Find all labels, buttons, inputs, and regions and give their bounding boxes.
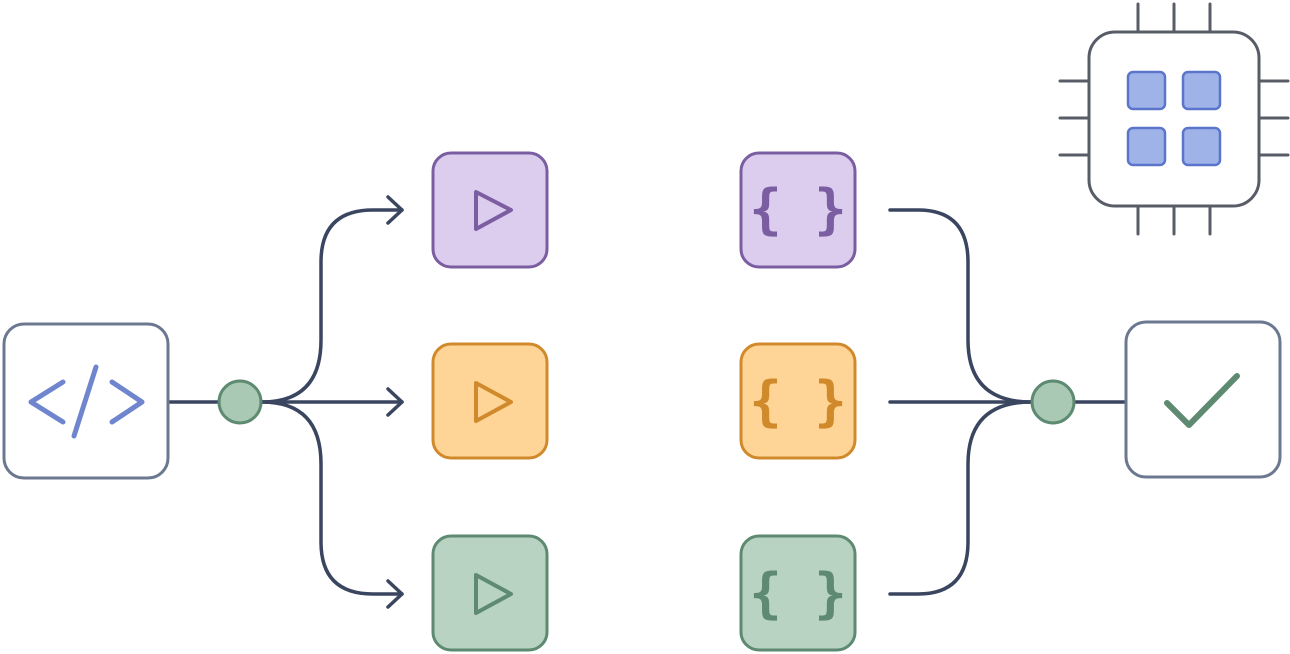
chip-body	[1087, 30, 1261, 208]
code-icon	[28, 364, 145, 439]
destination-frame	[1124, 320, 1282, 479]
play-icon	[474, 190, 513, 231]
source-box	[2, 322, 170, 480]
chip-cores	[1126, 70, 1222, 167]
destination-box	[1124, 320, 1282, 479]
check-icon	[1164, 373, 1240, 428]
task-run-box-orange	[431, 342, 549, 460]
chip-pins	[1058, 2, 1290, 236]
fork-branch-top	[260, 208, 404, 404]
task-run-box-purple	[431, 151, 549, 269]
curly-braces-icon: { }	[749, 178, 847, 241]
join-branch-bottom	[888, 400, 1033, 596]
task-result-box-orange: { }	[739, 342, 857, 460]
processor-chip-icon	[1058, 2, 1290, 236]
fork-arrowhead-bottom	[386, 579, 404, 609]
play-icon	[474, 381, 513, 423]
curly-braces-icon: { }	[749, 562, 847, 625]
fork-node	[217, 379, 263, 425]
task-run-box-green	[431, 534, 549, 652]
task-result-box-purple: { }	[739, 151, 857, 269]
fork-arrowhead-middle	[386, 387, 404, 417]
join-node	[1030, 379, 1076, 425]
curly-braces-icon: { }	[749, 370, 847, 433]
join-branch-top	[888, 208, 1033, 404]
fork-branch-bottom	[260, 400, 404, 596]
fork-arrowhead-top	[386, 195, 404, 225]
task-result-box-green: { }	[739, 534, 857, 652]
play-icon	[474, 573, 513, 615]
